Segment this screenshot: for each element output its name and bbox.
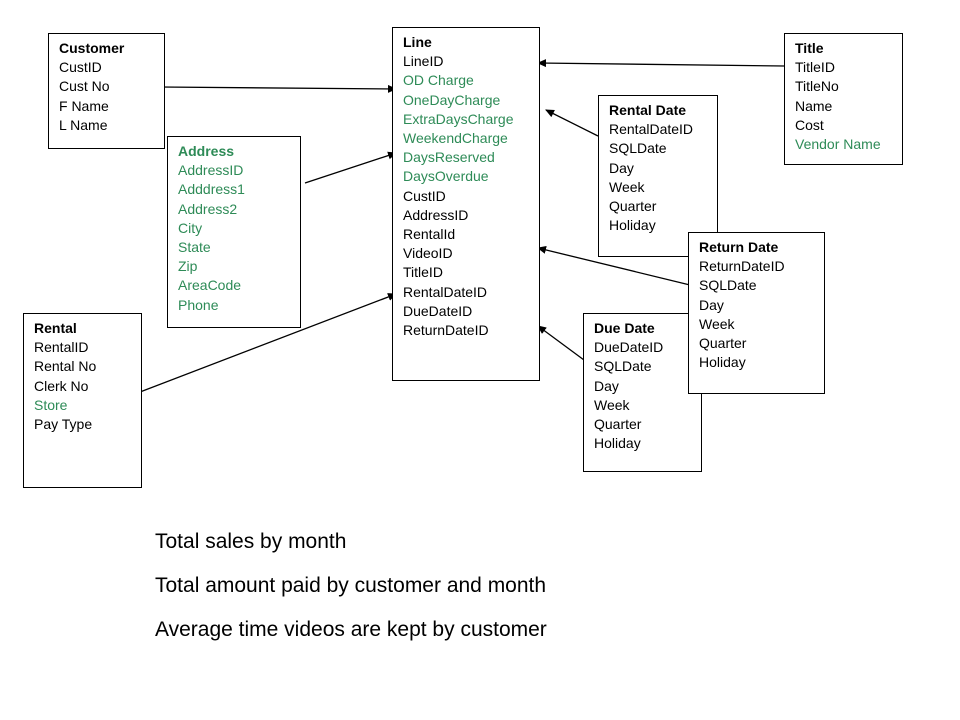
entity-field: DaysOverdue (403, 168, 489, 185)
entity-field: RentalDateID (609, 121, 694, 138)
entity-field: Pay Type (34, 416, 93, 433)
entity-field: Vendor Name (795, 136, 881, 153)
rental-entity-title: Rental (34, 320, 77, 336)
entity-field: Holiday (609, 217, 656, 234)
entity-field: AreaCode (178, 277, 242, 294)
entity-field: Holiday (594, 435, 641, 452)
entity-field: Cust No (59, 78, 110, 95)
note-line: Total sales by month (155, 530, 347, 553)
line-entity-title: Line (403, 34, 432, 50)
entity-field: DueDateID (403, 302, 473, 319)
return-date-entity-title: Return Date (699, 239, 779, 255)
entity-field: CustID (59, 59, 102, 76)
entity-field: Holiday (699, 354, 746, 371)
connector-rental-to-line (139, 293, 397, 393)
address-entity-title: Address (178, 143, 235, 159)
entity-field: RentalId (403, 226, 456, 243)
entity-field: Zip (178, 258, 198, 275)
entity-field: Day (699, 296, 724, 313)
entity-field: SQLDate (609, 140, 667, 157)
entity-field: OneDayCharge (403, 91, 501, 108)
entity-field: TitleID (795, 59, 835, 76)
connector-customer-to-line (159, 84, 397, 93)
entity-field: State (178, 239, 211, 256)
entity-field: Clerk No (34, 377, 89, 394)
entity-field: Name (795, 97, 833, 114)
entity-field: F Name (59, 97, 109, 114)
entity-field: AddressID (403, 206, 469, 223)
entity-field: Quarter (594, 416, 642, 433)
entity-field: TitleID (403, 264, 443, 281)
connector-address-to-line (304, 151, 397, 184)
due-date-entity-title: Due Date (594, 320, 655, 336)
entity-field: DaysReserved (403, 149, 495, 166)
connector-title-to-line (537, 59, 785, 68)
entity-field: RentalDateID (403, 283, 488, 300)
connector-due-date-to-line (537, 325, 585, 361)
connector-return-date-to-line (537, 246, 691, 286)
entity-field: Adddress1 (178, 181, 245, 198)
entity-field: DueDateID (594, 339, 664, 356)
entity-field: TitleNo (795, 78, 839, 95)
entity-field: Day (594, 377, 619, 394)
entity-field: Rental No (34, 358, 97, 375)
entity-field: Cost (795, 116, 824, 133)
entity-field: WeekendCharge (403, 130, 508, 147)
entity-field: CustID (403, 187, 446, 204)
entity-field: OD Charge (403, 72, 474, 89)
report-requirements: Total sales by month Total amount paid b… (155, 520, 547, 652)
entity-field: Day (609, 159, 634, 176)
entity-field: Quarter (699, 335, 747, 352)
entity-field: ReturnDateID (699, 258, 785, 275)
note-line: Total amount paid by customer and month (155, 574, 547, 597)
entity-field: Week (594, 396, 630, 413)
entity-field: Quarter (609, 198, 657, 215)
customer-entity-box: Customer CustID Cust No F Name L Name (48, 33, 165, 149)
entity-field: VideoID (403, 245, 453, 262)
entity-field: RentalID (34, 339, 89, 356)
customer-entity-title: Customer (59, 40, 125, 56)
connector-rental-date-to-line (545, 109, 599, 137)
entity-field: ExtraDaysCharge (403, 110, 514, 127)
entity-field: ReturnDateID (403, 322, 489, 339)
entity-field: Week (699, 315, 735, 332)
title-entity-title: Title (795, 40, 824, 56)
entity-field: SQLDate (594, 358, 652, 375)
entity-field: Phone (178, 296, 219, 313)
entity-field: City (178, 219, 203, 236)
entity-field: LineID (403, 53, 444, 70)
note-line: Average time videos are kept by customer (155, 618, 547, 641)
entity-field: Address2 (178, 200, 238, 217)
entity-field: AddressID (178, 162, 244, 179)
entity-field: L Name (59, 116, 108, 133)
entity-field: Week (609, 178, 645, 195)
entity-field: Store (34, 396, 68, 413)
rental-date-entity-title: Rental Date (609, 102, 687, 118)
entity-field: SQLDate (699, 277, 757, 294)
